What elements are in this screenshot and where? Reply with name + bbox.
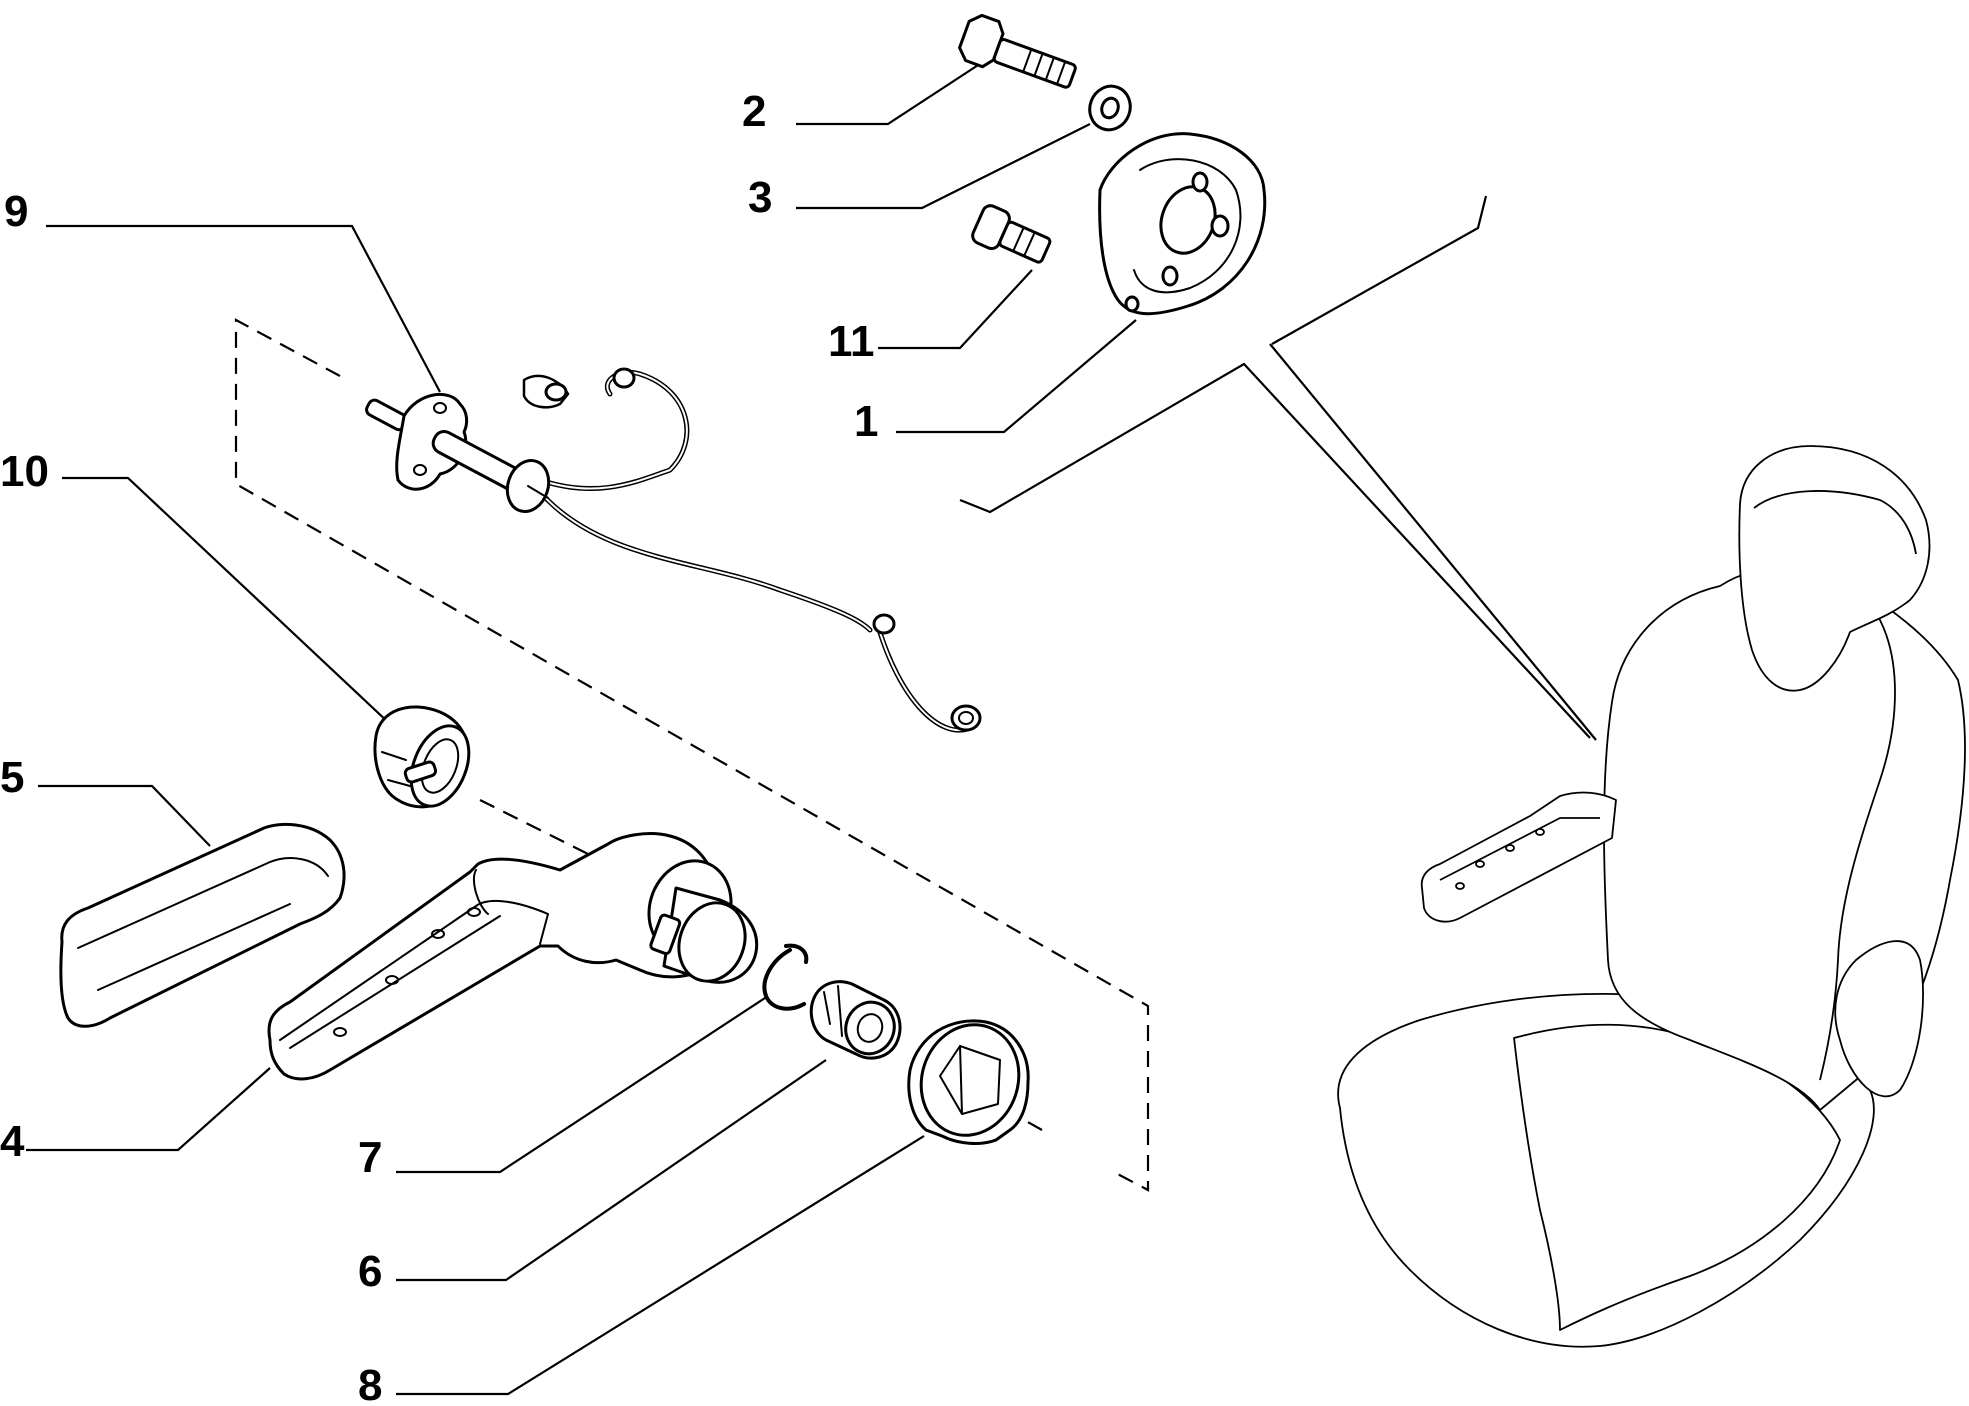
- part-10-knob: [373, 705, 471, 809]
- leader-line-6: [396, 1059, 827, 1282]
- seat-reference-lines: [959, 195, 1597, 741]
- part-2-bolt: [958, 13, 1077, 89]
- callout-number-8: 8: [358, 1361, 382, 1406]
- callout-number-10: 10: [0, 447, 49, 496]
- part-3-washer: [1088, 84, 1132, 132]
- part-1-mounting-plate: [1098, 132, 1267, 316]
- leader-line-5: [38, 784, 211, 847]
- part-6-bushing: [809, 980, 902, 1060]
- leader-line-11: [878, 269, 1033, 350]
- part-11-screw: [971, 204, 1052, 264]
- leader-line-1: [896, 319, 1137, 434]
- leader-lines: [26, 55, 1137, 1396]
- leader-line-10: [62, 476, 391, 725]
- seat-cushion: [1337, 992, 1875, 1348]
- leader-line-2: [796, 55, 993, 126]
- callout-number-1: 1: [854, 397, 878, 446]
- leader-line-9: [46, 224, 441, 393]
- leader-line-3: [796, 123, 1091, 210]
- seat-side-bolster: [1834, 940, 1924, 1098]
- callout-number-2: 2: [742, 87, 766, 136]
- callout-number-5: 5: [0, 753, 24, 802]
- seat-armrest: [1420, 791, 1617, 923]
- leader-line-8: [396, 1135, 925, 1396]
- part-4-armrest-arm: [267, 832, 759, 1081]
- callout-number-7: 7: [358, 1133, 382, 1182]
- callout-number-3: 3: [748, 173, 772, 222]
- leader-line-7: [396, 995, 769, 1174]
- reference-seat-outline: [1337, 445, 1966, 1348]
- part-8-end-cap: [907, 1019, 1030, 1145]
- part-9-adjuster-shaft-cable: [365, 367, 982, 733]
- part-5-armrest-pad: [59, 822, 346, 1028]
- callout-number-11: 11: [828, 317, 875, 366]
- seat-headrest: [1738, 445, 1931, 692]
- callout-number-6: 6: [358, 1247, 382, 1296]
- callout-number-4: 4: [0, 1117, 25, 1166]
- leader-line-4: [26, 1067, 271, 1152]
- callout-number-9: 9: [4, 187, 28, 236]
- part-7-snap-ring: [762, 943, 809, 1011]
